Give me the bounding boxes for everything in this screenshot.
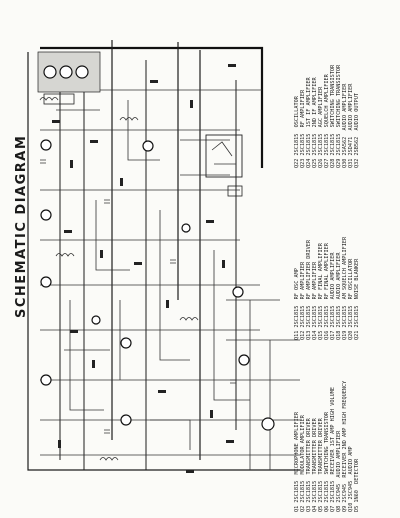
schematic-wiring [27,40,300,471]
transistors [40,139,275,431]
detector-detail-block [205,134,243,197]
transistor-legend-column-a: Q1 2SC1815 MICROPHONE AMPLIFIER Q2 2SC18… [294,381,360,512]
transistor-legend-column-c: Q22 2SC1815 OSCILLATOR Q23 2SC1815 RF AM… [294,65,360,168]
transistor-legend-column-b: Q11 2SC1815 RF OSC AMP Q12 2SC1815 RF AM… [294,237,360,340]
coils [39,97,199,461]
schematic-title: SCHEMATIC DIAGRAM [14,134,29,318]
rf-section-block [37,51,101,105]
legend-entry: D5 1N60 DETECTOR [354,458,360,512]
legend-entry: Q32 2SB562 AUDIO OUTPUT [354,93,360,168]
legend-entry: Q21 2SC1815 NOISE BLANKER [354,258,360,340]
passive-components [40,64,236,473]
